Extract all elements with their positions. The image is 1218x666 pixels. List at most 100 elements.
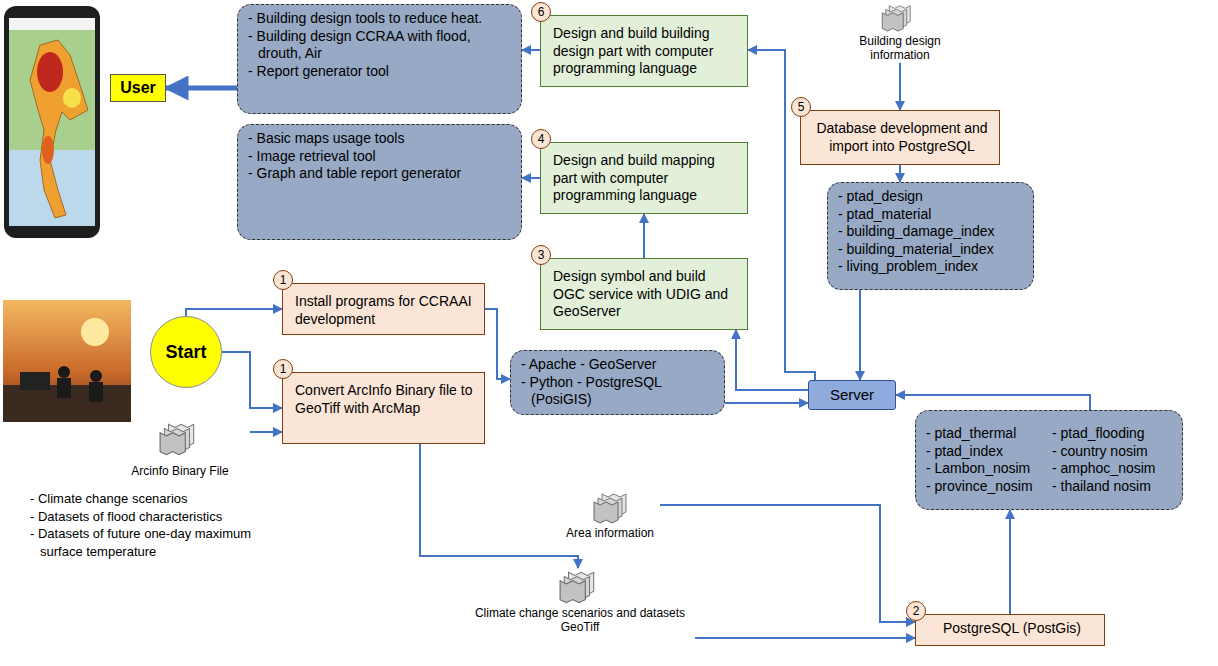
node-text: Start — [165, 342, 206, 363]
node-text: - ptad_index — [926, 443, 1046, 461]
map-warm-area — [63, 88, 81, 108]
flow-arrow — [1009, 510, 1011, 614]
node-text: - ptad_flooding — [1052, 425, 1172, 443]
photo-sun — [81, 318, 109, 346]
flow-arrow — [725, 402, 808, 404]
node-text: - Building design CCRAA with flood, drou… — [248, 28, 511, 63]
photo-person — [89, 382, 103, 402]
photo-sky — [3, 300, 131, 422]
node-text: 1 — [274, 271, 292, 289]
node-text: - thailand nosim — [1052, 478, 1172, 496]
node-text: Convert ArcInfo Binary file to GeoTiff w… — [295, 382, 476, 417]
step-number: 5 — [791, 97, 811, 117]
node-text: 4 — [532, 130, 550, 148]
output-arrow — [166, 86, 237, 91]
node-text: Area information — [560, 526, 660, 540]
node-text: User — [111, 75, 165, 101]
note-text: - Datasets of future one-day maximum sur… — [30, 525, 255, 560]
process-box: Install programs for CCRAAI development1 — [282, 283, 485, 335]
node-text: Climate change scenarios and datasets Ge… — [465, 606, 695, 635]
node-text: - Apache - GeoServer — [521, 356, 714, 374]
process-box: Design and build building design part wi… — [540, 15, 748, 87]
flow-arrow — [899, 63, 901, 110]
output-list: - Basic maps usage tools- Image retrieva… — [237, 124, 522, 240]
table-list: - ptad_thermal - ptad_flooding - ptad_inde… — [915, 410, 1183, 510]
map-icon — [560, 572, 594, 602]
flow-arrow — [896, 395, 1090, 410]
node-text: - building_damage_index — [838, 223, 1023, 241]
node-text: Arcinfo Binary File — [110, 464, 250, 478]
phone-screen — [9, 18, 95, 226]
step-number: 4 — [531, 129, 551, 149]
flow-arrow — [522, 49, 540, 51]
node-text: Database development and import into Pos… — [813, 120, 991, 155]
node-text: Server — [809, 381, 895, 409]
output-list: - Building design tools to reduce heat.-… — [237, 4, 522, 114]
flow-arrow — [736, 330, 808, 390]
node-text: - Report generator tool — [248, 63, 511, 81]
flow-arrow — [522, 177, 540, 179]
note-text: - Datasets of flood characteristics — [30, 508, 255, 526]
start-photo — [3, 300, 131, 422]
data-source: Climate change scenarios and datasets Ge… — [465, 568, 695, 654]
node-text: Install programs for CCRAAI development — [295, 293, 476, 328]
flow-arrow — [420, 444, 578, 568]
process-box: Design and build mapping part with compu… — [540, 142, 748, 214]
map-icon — [882, 6, 910, 31]
node-text: - living_problem_index — [838, 258, 1023, 276]
node-text: Design and build mapping part with compu… — [553, 152, 739, 205]
flow-arrow — [186, 309, 282, 316]
node-text: 6 — [532, 3, 550, 21]
step-number: 1 — [273, 359, 293, 379]
start-circle: Start — [150, 316, 222, 388]
step-number: 6 — [531, 2, 551, 22]
process-box: Database development and import into Pos… — [800, 110, 1000, 165]
map-hot-area — [42, 136, 54, 164]
step-number: 1 — [273, 270, 293, 290]
flow-arrow — [485, 309, 510, 379]
node-text: - Lambon_nosim — [926, 460, 1046, 478]
node-text: 5 — [792, 98, 810, 116]
map-country — [30, 40, 88, 218]
node-text: - country nosim — [1052, 443, 1172, 461]
node-text: - Python - PostgreSQL (PosiGIS) — [521, 374, 714, 409]
node-text: - amphoc_nosim — [1052, 460, 1172, 478]
user-box: User — [110, 74, 166, 102]
node-text: - ptad_design — [838, 188, 1023, 206]
photo-desk — [20, 372, 50, 390]
software-list: - Apache - GeoServer- Python - PostgreSQ… — [510, 350, 725, 415]
process-box: Design symbol and build OGC service with… — [540, 258, 748, 330]
flow-arrow — [222, 352, 282, 408]
node-text: 3 — [532, 246, 550, 264]
map-hot-area — [37, 52, 63, 92]
node-text: - ptad_material — [838, 206, 1023, 224]
flow-arrow — [250, 431, 282, 433]
table-list: - ptad_design- ptad_material- building_d… — [827, 182, 1034, 290]
map-icon — [160, 424, 194, 454]
node-text: PostgreSQL (PostGis) — [928, 620, 1096, 638]
data-source: Building design information — [835, 4, 965, 63]
flow-arrow — [859, 290, 861, 380]
photo-person — [58, 366, 70, 378]
flow-arrow — [748, 50, 815, 380]
process-box: Convert ArcInfo Binary file to GeoTiff w… — [282, 372, 485, 444]
node-text: 1 — [274, 360, 292, 378]
phone-illustration — [4, 6, 100, 238]
photo-person — [90, 370, 102, 382]
step-number: 2 — [906, 601, 926, 621]
photo-person — [57, 378, 71, 398]
node-text: Design symbol and build OGC service with… — [553, 268, 739, 321]
flow-arrow — [643, 214, 645, 258]
node-text: - province_nosim — [926, 478, 1046, 496]
flow-arrow — [899, 165, 901, 182]
server-box: Server — [808, 380, 896, 410]
step-number: 3 — [531, 245, 551, 265]
node-text: - Graph and table report generator — [248, 165, 511, 183]
node-text: - Image retrieval tool — [248, 148, 511, 166]
note-text: - Climate change scenarios — [30, 490, 255, 508]
note-list: - Climate change scenarios- Datasets of … — [30, 490, 255, 560]
phone-body — [4, 6, 100, 238]
data-source: Area information — [560, 490, 660, 544]
node-text: Building design information — [835, 34, 965, 63]
node-text: - ptad_thermal — [926, 425, 1046, 443]
